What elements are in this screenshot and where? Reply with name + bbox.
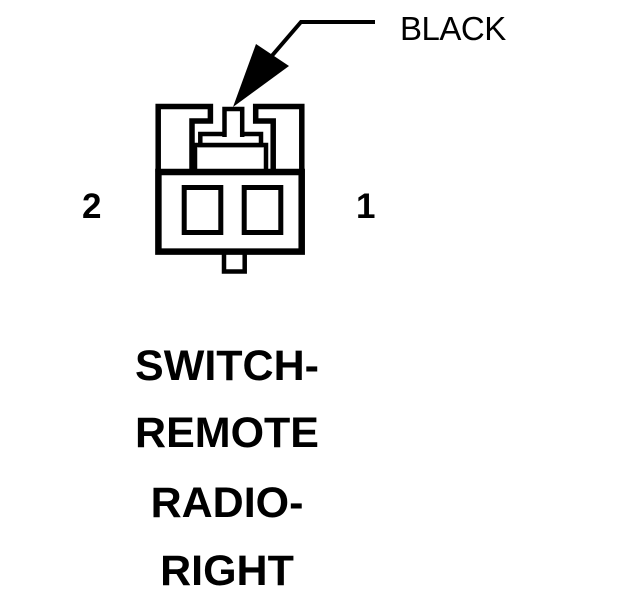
caption-line-2: REMOTE <box>135 409 319 457</box>
caption-line-4: RIGHT <box>160 547 294 595</box>
leader-arrowhead-icon <box>233 44 289 107</box>
caption-line-1: SWITCH- <box>135 342 319 390</box>
pin-cavity-1 <box>241 185 284 235</box>
connector-line-art <box>155 20 375 274</box>
wire-color-label: BLACK <box>400 10 506 47</box>
caption: SWITCH- REMOTE RADIO- RIGHT <box>135 342 319 595</box>
pin-1-label: 1 <box>356 187 375 226</box>
terminal-neck <box>222 106 245 137</box>
terminal-step-lower <box>192 142 269 175</box>
leader-line <box>268 20 375 60</box>
diagram-labels: BLACK 2 1 SWITCH- REMOTE RADIO- RIGHT <box>82 10 507 595</box>
housing-right-block <box>252 103 305 172</box>
pin-cavity-2 <box>181 185 224 235</box>
pin-2-label: 2 <box>82 187 101 226</box>
housing-left-block <box>155 103 214 172</box>
bottom-tab <box>221 249 247 274</box>
caption-line-3: RADIO- <box>151 479 304 527</box>
